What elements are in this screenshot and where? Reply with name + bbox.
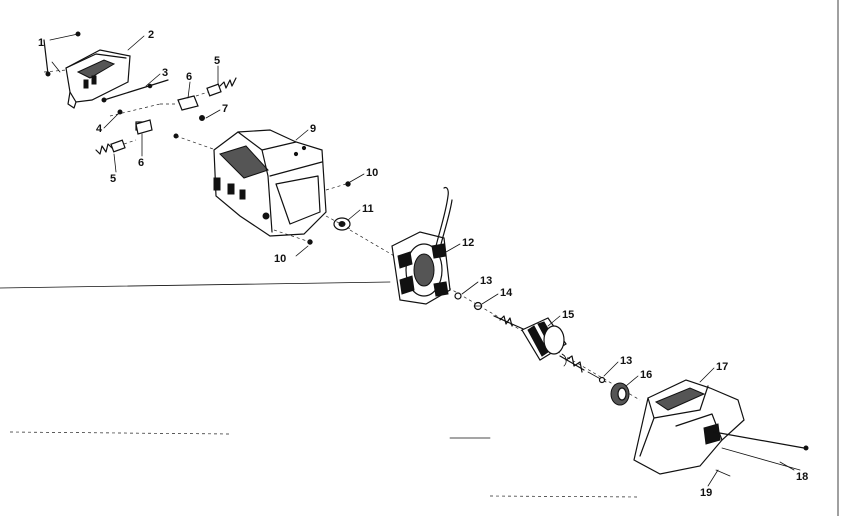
part-brush-holder-upper	[160, 95, 199, 111]
part-bearing-11	[325, 215, 353, 231]
part-screw-10-lower	[273, 229, 313, 245]
callout-19: 19	[700, 487, 712, 499]
callout-11: 11	[362, 203, 374, 215]
part-brush-lower	[95, 139, 137, 155]
callout-12: 12	[462, 237, 474, 249]
callout-14: 14	[500, 287, 513, 299]
part-washer-13-lower	[587, 371, 607, 384]
callout-2: 2	[148, 29, 154, 41]
part-screw-10-upper	[325, 181, 351, 191]
callout-7: 7	[222, 103, 228, 115]
leader-lines	[103, 35, 795, 487]
part-mounting-screws	[43, 31, 81, 77]
part-armature	[493, 315, 585, 373]
callout-10-upper: 10	[366, 167, 378, 179]
callout-15: 15	[562, 309, 574, 321]
part-brush-upper	[195, 77, 237, 97]
callout-6-upper: 6	[186, 71, 192, 83]
part-clip-14	[473, 301, 483, 311]
part-motor-housing	[213, 129, 327, 237]
callout-labels: 1 2 3 4 5 5 6 6 7 9 10 10 11 12 13 13 14…	[38, 29, 808, 499]
callout-3: 3	[162, 67, 168, 79]
part-bearing-16	[610, 382, 630, 406]
part-end-cap	[633, 379, 809, 477]
callout-6-lower: 6	[138, 157, 144, 169]
part-brush-holder-lower	[135, 119, 153, 135]
callout-10-lower: 10	[274, 253, 286, 265]
callout-9: 9	[310, 123, 316, 135]
callout-16: 16	[640, 369, 652, 381]
callout-13-lower: 13	[620, 355, 632, 367]
part-field-stator	[391, 186, 453, 305]
part-screw-7	[173, 115, 217, 151]
callout-18: 18	[796, 471, 808, 483]
callout-1: 1	[38, 37, 44, 49]
callout-4: 4	[96, 123, 103, 135]
callout-5-upper: 5	[214, 55, 220, 67]
part-washer-13-upper	[454, 292, 462, 300]
callout-5-lower: 5	[110, 173, 116, 185]
callout-17: 17	[716, 361, 728, 373]
callout-13-upper: 13	[480, 275, 492, 287]
part-switch-housing	[43, 49, 131, 109]
